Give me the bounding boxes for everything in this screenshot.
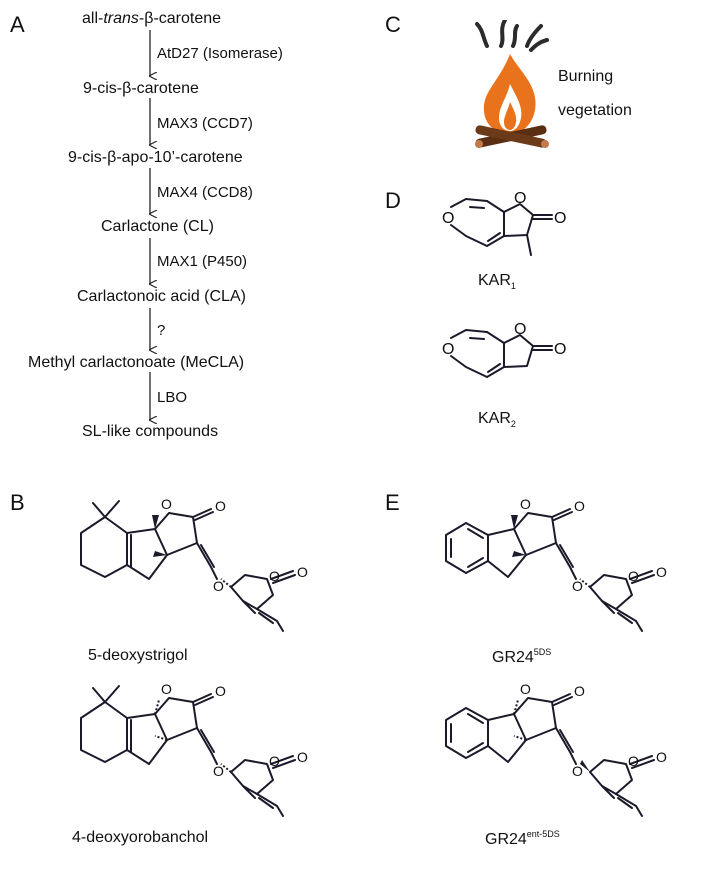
atom-o: O — [520, 681, 531, 697]
atom-o: O — [442, 210, 454, 227]
gr24-ent-5ds-structure: O O O O O — [445, 681, 667, 817]
stereo-hash — [154, 699, 160, 715]
compound-label: 9-cis-β-carotene — [83, 80, 199, 97]
panel-label-a: A — [10, 12, 25, 37]
atom-o: O — [554, 341, 566, 358]
5-deoxystrigol-structure: O O O O O — [80, 496, 308, 632]
atom-o: O — [656, 564, 667, 580]
atom-o: O — [574, 683, 585, 699]
atom-o: O — [442, 341, 454, 358]
enzyme-label: MAX4 (CCD8) — [157, 184, 253, 201]
kar1-structure: O O O — [442, 190, 566, 256]
compound-label: Methyl carlactonoate (MeCLA) — [28, 354, 245, 371]
stereo-wedge — [511, 515, 518, 529]
panel-label-c: C — [385, 12, 401, 37]
atom-o: O — [572, 763, 583, 779]
enzyme-label: ? — [157, 322, 166, 339]
stereo-wedge — [512, 551, 526, 557]
atom-o: O — [656, 749, 667, 765]
atom-o: O — [574, 498, 585, 514]
compound-label: 9-cis-β-apo-10’-carotene — [68, 149, 243, 166]
burning-vegetation-icon — [475, 20, 549, 148]
gr24-5ds-label: GR245DS — [492, 647, 552, 666]
atom-o: O — [554, 210, 566, 227]
kar2-structure: O O O — [442, 321, 566, 378]
compound-label: SL-like compounds — [82, 423, 219, 440]
stereo-wedge — [152, 515, 159, 529]
atom-o: O — [520, 496, 531, 512]
4-deoxyorobanchol-structure: O O O O O — [80, 681, 308, 817]
enzyme-label: AtD27 (Isomerase) — [157, 45, 283, 62]
enzyme-label: MAX3 (CCD7) — [157, 115, 253, 132]
atom-o: O — [297, 564, 308, 580]
panel-label-d: D — [385, 188, 401, 213]
atom-o: O — [514, 190, 526, 207]
atom-o: O — [628, 568, 639, 584]
atom-o: O — [213, 578, 224, 594]
kar2-label: KAR2 — [478, 410, 516, 429]
vegetation-label: vegetation — [558, 102, 632, 119]
atom-o: O — [161, 681, 172, 697]
smoke-icon — [475, 20, 549, 52]
burning-label: Burning — [558, 68, 614, 85]
flame-icon — [483, 54, 536, 134]
gr24-ent-5ds-label: GR24ent-5DS — [485, 829, 560, 848]
enzyme-label: MAX1 (P450) — [157, 253, 248, 270]
gr24-5ds-structure: O O O O O — [445, 496, 667, 632]
kar1-label: KAR1 — [478, 272, 516, 291]
stereo-wedge — [580, 760, 590, 772]
atom-o: O — [628, 753, 639, 769]
stereo-wedge — [153, 551, 167, 557]
atom-o: O — [514, 321, 526, 338]
atom-o: O — [215, 498, 226, 514]
panel-label-b: B — [10, 490, 25, 515]
atom-o: O — [572, 578, 583, 594]
sl2-label: 4-deoxyorobanchol — [72, 829, 209, 846]
atom-o: O — [161, 496, 172, 512]
compound-label: Carlactone (CL) — [101, 218, 214, 235]
atom-o: O — [297, 749, 308, 765]
logs-icon — [475, 125, 549, 148]
panel-label-e: E — [385, 490, 400, 515]
enzyme-label: LBO — [157, 389, 188, 406]
compound-all-trans-beta-carotene: all-trans-β-carotene — [82, 10, 222, 27]
compound-label: Carlactonoic acid (CLA) — [77, 288, 246, 305]
atom-o: O — [213, 763, 224, 779]
atom-o: O — [269, 753, 280, 769]
sl1-label: 5-deoxystrigol — [88, 647, 188, 664]
pathway-arrows — [0, 30, 330, 450]
atom-o: O — [215, 683, 226, 699]
atom-o: O — [269, 568, 280, 584]
stereo-hash — [513, 699, 519, 715]
